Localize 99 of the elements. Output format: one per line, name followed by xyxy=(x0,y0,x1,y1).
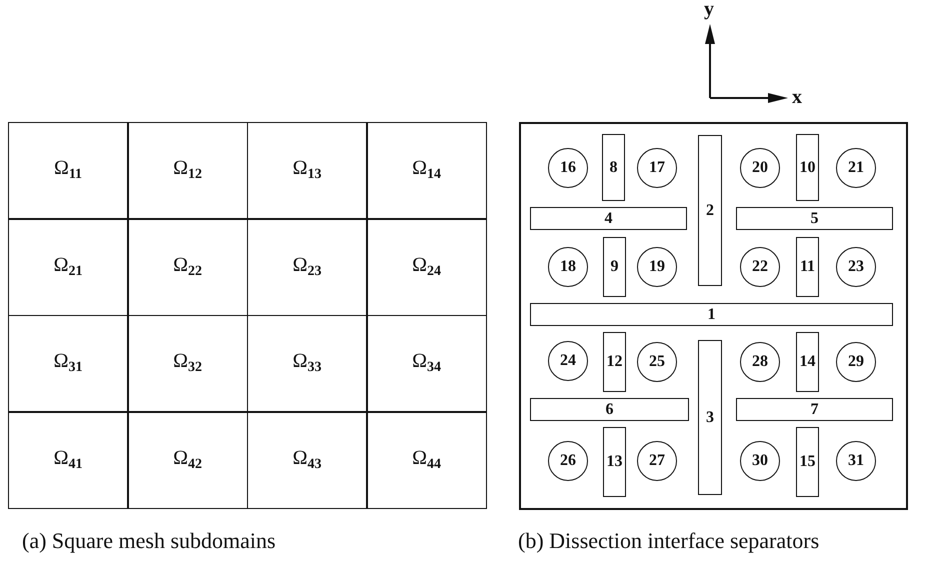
subdomain-label: Ω$_{22}$ xyxy=(173,254,202,280)
subdomain-label: Ω$_{44}$ xyxy=(412,446,441,474)
mesh-cell xyxy=(128,315,248,412)
circle-marker xyxy=(740,148,780,188)
separator-bar xyxy=(603,332,626,392)
separator-bar xyxy=(603,427,626,497)
mesh-cell xyxy=(366,412,486,508)
subdomain-number: 29 xyxy=(848,353,864,371)
circle-marker xyxy=(548,441,588,481)
circle-marker xyxy=(836,148,876,188)
separator-bar xyxy=(530,303,893,326)
figure-caption: (a) Square mesh subdomains xyxy=(22,528,276,554)
separator-bar xyxy=(796,134,819,201)
circle-marker xyxy=(548,341,588,381)
subdomain-label: Ω$_{31}$ xyxy=(54,350,82,377)
mesh-cell xyxy=(8,412,128,508)
circle-marker xyxy=(548,247,588,287)
mesh-cell xyxy=(247,412,367,508)
separator-number: 1 xyxy=(708,306,716,324)
separator-bar xyxy=(796,332,819,392)
circle-marker xyxy=(836,342,876,382)
mesh-cell xyxy=(366,315,486,412)
subdomain-label: Ω$_{43}$ xyxy=(292,446,322,474)
circle-marker xyxy=(637,247,677,287)
separator-bar xyxy=(796,237,819,297)
mesh-cell xyxy=(128,218,248,316)
subdomain-number: 23 xyxy=(848,258,864,276)
separator-number: 2 xyxy=(706,202,714,220)
axis-label: x xyxy=(792,86,802,109)
separator-number: 9 xyxy=(610,258,618,276)
separator-bar xyxy=(736,398,893,421)
separator-number: 7 xyxy=(810,400,818,418)
subdomain-number: 30 xyxy=(752,452,768,470)
mesh-cell xyxy=(366,218,486,316)
separator-number: 6 xyxy=(606,400,614,418)
circle-marker xyxy=(637,441,677,481)
subdomain-number: 16 xyxy=(560,159,576,177)
circle-marker xyxy=(740,342,780,382)
separator-bar xyxy=(736,207,893,230)
separator-bar xyxy=(603,237,626,297)
circle-marker xyxy=(637,148,677,188)
mesh-cell xyxy=(366,122,486,219)
separator-number: 3 xyxy=(706,408,714,426)
separator-number: 12 xyxy=(606,353,622,371)
circle-marker xyxy=(836,247,876,287)
subdomain-label: Ω$_{32}$ xyxy=(173,350,202,377)
separator-number: 13 xyxy=(606,453,622,471)
subdomain-label: Ω$_{12}$ xyxy=(173,157,202,184)
mesh-cell xyxy=(247,218,367,316)
subdomain-label: Ω$_{21}$ xyxy=(54,254,82,280)
subdomain-number: 27 xyxy=(649,452,665,470)
subdomain-label: Ω$_{42}$ xyxy=(173,446,202,474)
circle-marker xyxy=(836,441,876,481)
circle-marker xyxy=(637,342,677,382)
mesh-cell xyxy=(128,412,248,508)
separator-bar xyxy=(602,134,625,201)
separator-number: 4 xyxy=(604,210,612,228)
subdomain-number: 26 xyxy=(560,452,576,470)
subdomain-label: Ω$_{24}$ xyxy=(412,254,441,280)
subdomain-number: 22 xyxy=(752,258,768,276)
subdomain-number: 24 xyxy=(560,352,576,370)
mesh-cell xyxy=(128,122,248,219)
separator-number: 15 xyxy=(800,453,816,471)
separator-bar xyxy=(530,207,687,230)
circle-marker xyxy=(548,148,588,188)
mesh-cell xyxy=(247,122,367,219)
separator-bar xyxy=(796,427,819,497)
figure-caption: (b) Dissection interface separators xyxy=(518,528,820,554)
separator-bar xyxy=(530,398,689,421)
separator-bar xyxy=(698,135,722,286)
mesh-cell xyxy=(8,122,128,219)
subdomain-number: 28 xyxy=(752,353,768,371)
subdomain-label: Ω$_{34}$ xyxy=(412,350,441,377)
separator-number: 10 xyxy=(800,158,816,176)
subdomain-number: 18 xyxy=(560,258,576,276)
subdomain-number: 31 xyxy=(848,452,864,470)
subdomain-label: Ω$_{14}$ xyxy=(412,157,441,184)
subdomain-number: 25 xyxy=(649,353,665,371)
subdomain-number: 21 xyxy=(848,159,864,177)
subdomain-number: 20 xyxy=(752,159,768,177)
subdomain-label: Ω$_{41}$ xyxy=(54,446,82,474)
separator-number: 8 xyxy=(610,158,618,176)
mesh-cell xyxy=(8,218,128,316)
circle-marker xyxy=(740,247,780,287)
subdomain-label: Ω$_{11}$ xyxy=(54,157,82,184)
mesh-cell xyxy=(247,315,367,412)
separator-number: 11 xyxy=(800,258,816,276)
subdomain-label: Ω$_{33}$ xyxy=(292,350,322,377)
mesh-cell xyxy=(8,315,128,412)
separator-number: 5 xyxy=(810,210,818,228)
separator-bar xyxy=(698,340,722,495)
subdomain-label: Ω$_{13}$ xyxy=(292,157,322,184)
domain-border xyxy=(519,122,908,510)
subdomain-number: 17 xyxy=(649,159,665,177)
circle-marker xyxy=(740,441,780,481)
separator-number: 14 xyxy=(800,353,816,371)
subdomain-label: Ω$_{23}$ xyxy=(292,254,322,280)
axis-label: y xyxy=(704,0,714,21)
subdomain-number: 19 xyxy=(649,258,665,276)
